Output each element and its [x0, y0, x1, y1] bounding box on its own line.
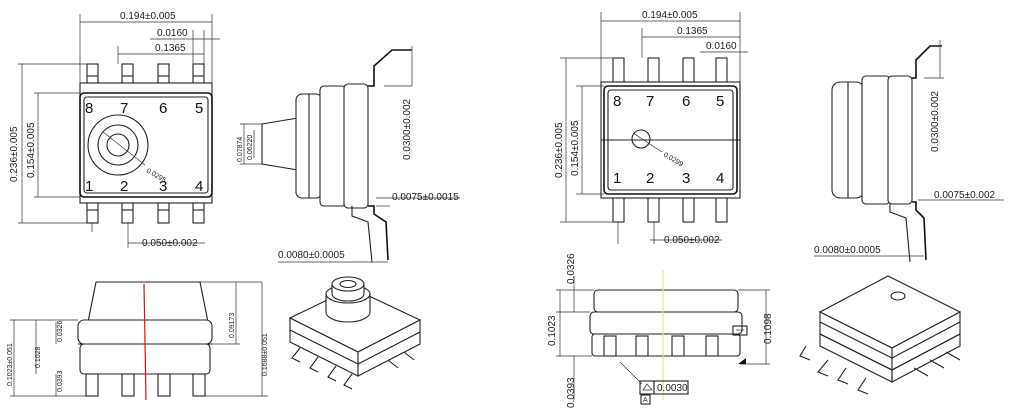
r-body-height-dim: 0.154±0.005 — [570, 120, 581, 176]
pin-label: 8 — [85, 100, 93, 117]
front-port-dim: 0.09173 — [229, 313, 236, 338]
standoff-dim: 0.0300±0.002 — [402, 98, 413, 160]
port-od-dim: 0.07874 — [237, 137, 244, 162]
r-front-top-dim: 0.0326 — [566, 253, 577, 284]
pin-label: 2 — [646, 170, 654, 187]
pin-label: 1 — [85, 178, 93, 195]
left-side-view: 0.07874 0.06220 0.0300±0.002 0.0075±0.00… — [237, 46, 460, 263]
pin-label: 4 — [716, 170, 724, 187]
lead — [157, 202, 170, 224]
port-id-dim: 0.06220 — [247, 135, 254, 160]
r-total-height-dim: 0.236±0.005 — [554, 122, 565, 178]
pin-label: 1 — [613, 170, 621, 187]
left-front-view: 0.1023±0.051 0.1028 0.0326 0.0393 0.0917… — [7, 281, 269, 401]
left-isometric-view — [288, 276, 422, 390]
left-top-view: 0.0295 8 7 6 5 1 2 3 4 0.194±0.005 0.016… — [9, 11, 220, 249]
front-overall-dim: 0.1688±0.051 — [262, 333, 269, 376]
pin-label: 5 — [195, 100, 203, 117]
right-side-view: 0.0300±0.002 0.0075±0.002 0.0080±0.0005 — [814, 40, 1004, 263]
r-width-dim: 0.194±0.005 — [642, 10, 698, 21]
lead — [86, 202, 99, 224]
front-bot-dim: 0.0393 — [57, 370, 64, 392]
pin-label: 7 — [646, 93, 654, 110]
right-isometric-view — [799, 275, 962, 395]
lead — [192, 202, 205, 224]
pin-label: 8 — [613, 93, 621, 110]
lead — [192, 63, 205, 85]
flatness-tolerance: 0.0030 — [657, 383, 688, 394]
front-mid-dim: 0.1028 — [35, 346, 42, 368]
pitch-dim: 0.050±0.002 — [142, 238, 198, 249]
pin-label: 6 — [159, 100, 167, 117]
r-front-bot-dim: 0.0393 — [566, 377, 577, 408]
front-total-dim: 0.1023±0.051 — [7, 343, 14, 386]
r-front-overall-dim: 0.1098 — [763, 313, 774, 344]
port-hole — [106, 133, 130, 157]
right-top-view: 0.0299 8 7 6 5 1 2 3 4 0.194±0.005 0.136… — [554, 10, 748, 246]
datum-label: A — [643, 397, 648, 404]
port-outer-circle — [87, 114, 149, 176]
lead — [86, 63, 99, 85]
lead-thickness-dim: 0.0075±0.0015 — [392, 192, 459, 203]
r-pitch-dim: 0.050±0.002 — [664, 235, 720, 246]
lead — [121, 63, 134, 85]
pin-label: 5 — [716, 93, 724, 110]
pin-label: 6 — [682, 93, 690, 110]
r-pin-width-dim: 0.0160 — [706, 41, 737, 52]
pin-label: 3 — [682, 170, 690, 187]
total-height-dim: 0.236±0.005 — [9, 126, 20, 182]
r-pitch3-dim: 0.1365 — [677, 26, 708, 37]
body-height-dim: 0.154±0.005 — [26, 122, 37, 178]
port-inner-circle — [97, 124, 139, 166]
r-lead-thickness-dim: 0.0075±0.002 — [934, 190, 996, 201]
right-front-view: 0.0326 0.1023 0.0393 0.1098 0.0030 A — [547, 253, 774, 408]
lead — [157, 63, 170, 85]
pin-label: 4 — [195, 178, 203, 195]
pitch3-dim: 0.1365 — [155, 43, 186, 54]
r-lead-width-dim: 0.0080±0.0005 — [814, 245, 881, 256]
pin-label: 3 — [159, 178, 167, 195]
lead-width-dim: 0.0080±0.0005 — [278, 250, 345, 261]
package-body — [79, 82, 213, 204]
pin-label: 7 — [120, 100, 128, 117]
lead — [121, 202, 134, 224]
width-dim: 0.194±0.005 — [120, 11, 176, 22]
pin-width-dim: 0.0160 — [157, 28, 188, 39]
pin-label: 2 — [120, 178, 128, 195]
r-standoff-dim: 0.0300±0.002 — [930, 90, 941, 152]
front-top-dim: 0.0326 — [57, 320, 64, 342]
r-front-total-dim: 0.1023 — [547, 315, 558, 346]
